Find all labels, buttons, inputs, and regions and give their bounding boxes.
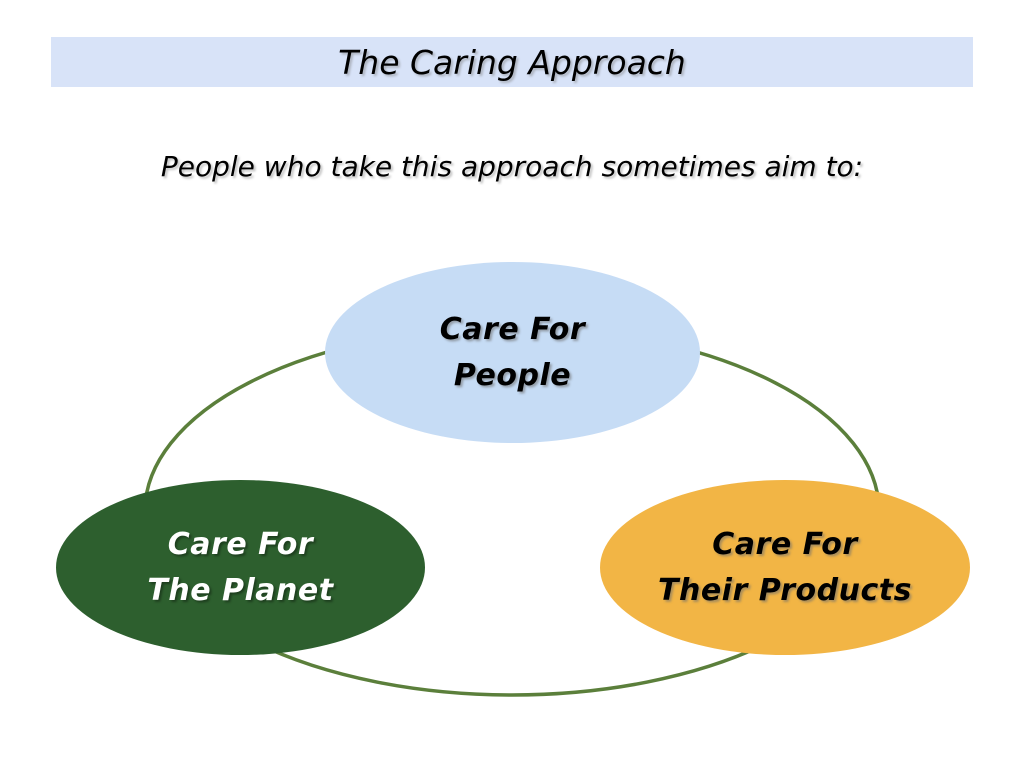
slide-title: The Caring Approach [338,42,686,82]
slide-subtitle: People who take this approach sometimes … [160,150,864,183]
oval-care-for-people-line2: People [453,357,572,393]
title-banner: The Caring Approach [51,37,973,87]
oval-care-for-their-products-line2: Their Products [658,572,912,608]
oval-care-for-people-line1: Care For [439,311,586,347]
oval-care-for-their-products: Care For Their Products [600,480,970,655]
oval-care-for-their-products-line1: Care For [712,526,858,562]
oval-care-for-people: Care For People [325,262,700,443]
oval-care-for-the-planet-line2: The Planet [147,572,334,608]
oval-care-for-the-planet-line1: Care For [167,526,314,562]
oval-care-for-the-planet: Care For The Planet [56,480,425,655]
